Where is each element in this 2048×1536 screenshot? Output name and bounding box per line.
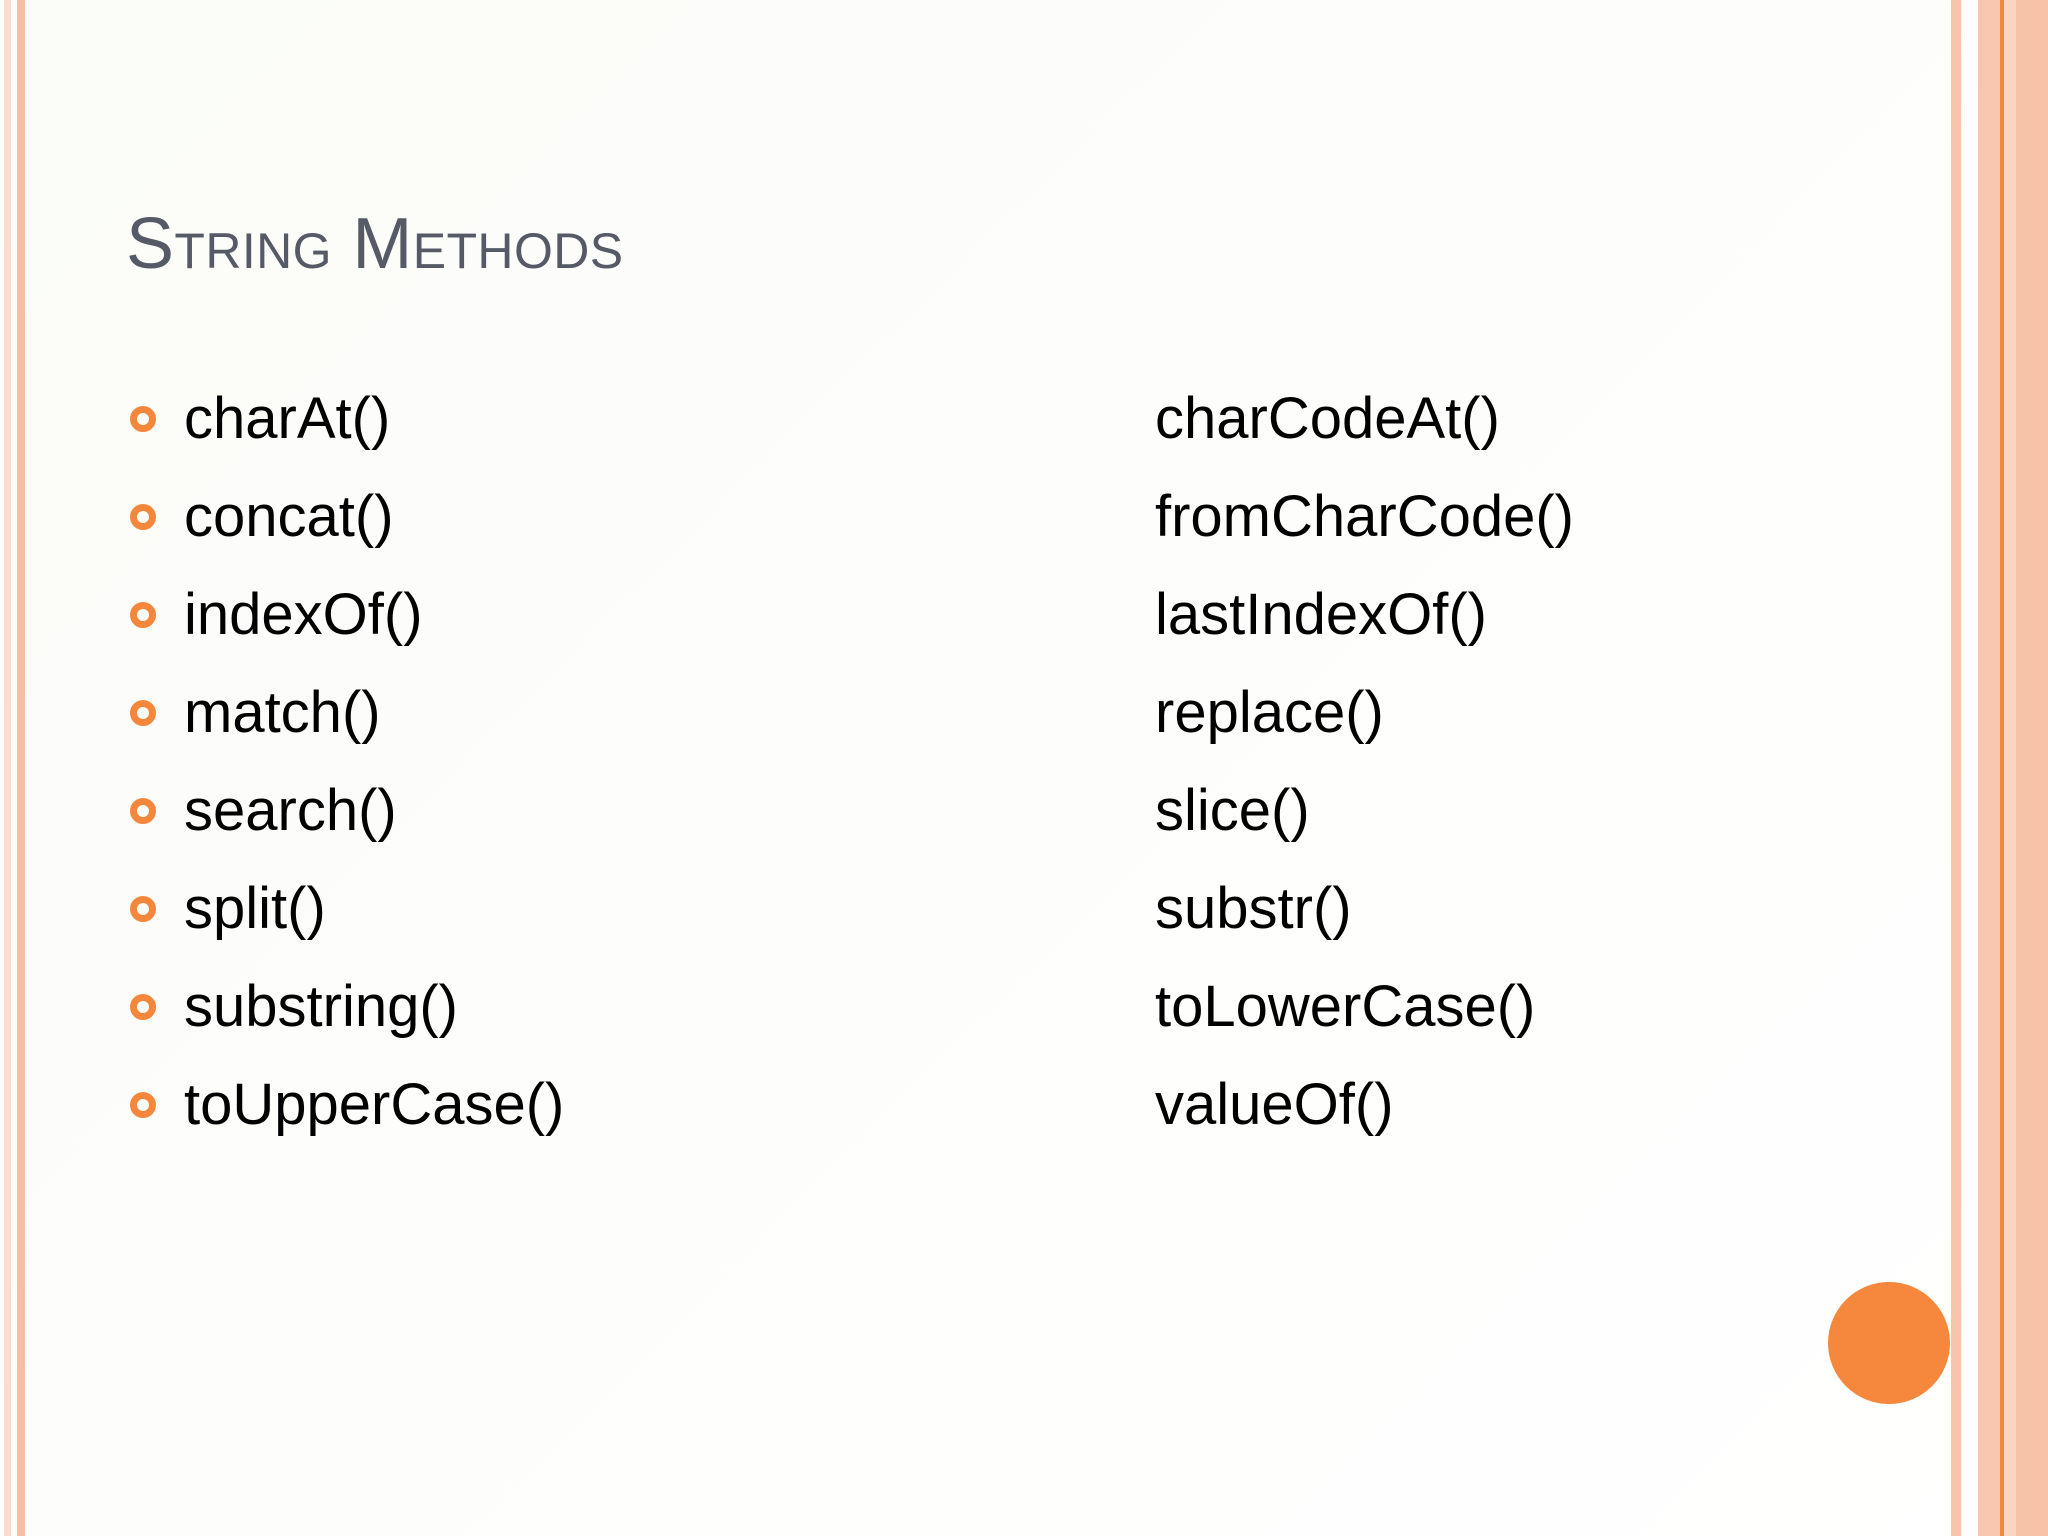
list-item: substring() — [130, 958, 1030, 1056]
ring-bullet-icon — [130, 994, 156, 1020]
list-item: fromCharCode() — [1155, 468, 1955, 566]
list-item-label: split() — [184, 876, 326, 941]
list-item-label: search() — [184, 778, 397, 843]
list-item: indexOf() — [130, 566, 1030, 664]
list-item-label: charCodeAt() — [1155, 386, 1500, 451]
list-item-label: concat() — [184, 484, 394, 549]
list-item: lastIndexOf() — [1155, 566, 1955, 664]
ring-bullet-icon — [130, 896, 156, 922]
right-edge-stripe-1 — [1951, 0, 1961, 1536]
ring-bullet-icon — [130, 1092, 156, 1118]
list-item-label: substring() — [184, 974, 458, 1039]
right-edge-stripe-4 — [2004, 0, 2016, 1536]
list-item: charCodeAt() — [1155, 370, 1955, 468]
list-item-label: slice() — [1155, 778, 1310, 843]
left-edge-stripe-2 — [17, 0, 25, 1536]
list-item-label: fromCharCode() — [1155, 484, 1574, 549]
slide-title: String Methods — [126, 204, 624, 284]
decorative-circle — [1828, 1282, 1950, 1404]
list-item: toLowerCase() — [1155, 958, 1955, 1056]
left-edge-stripe-1 — [4, 0, 11, 1536]
list-item: search() — [130, 762, 1030, 860]
list-item: valueOf() — [1155, 1056, 1955, 1154]
list-item-label: lastIndexOf() — [1155, 582, 1487, 647]
list-item: substr() — [1155, 860, 1955, 958]
list-item-label: substr() — [1155, 876, 1352, 941]
ring-bullet-icon — [130, 602, 156, 628]
right-edge-stripe-accent-line — [2000, 0, 2004, 1536]
list-item-label: replace() — [1155, 680, 1384, 745]
right-edge-stripe-2 — [1978, 0, 2000, 1536]
list-item-label: toLowerCase() — [1155, 974, 1536, 1039]
list-item: match() — [130, 664, 1030, 762]
list-item: concat() — [130, 468, 1030, 566]
ring-bullet-icon — [130, 700, 156, 726]
list-item: charAt() — [130, 370, 1030, 468]
right-column: charCodeAt() fromCharCode() lastIndexOf(… — [1155, 370, 1955, 1154]
left-column: charAt() concat() indexOf() match() sear… — [130, 370, 1030, 1154]
list-item: toUpperCase() — [130, 1056, 1030, 1154]
list-item-label: toUpperCase() — [184, 1072, 565, 1137]
list-item: slice() — [1155, 762, 1955, 860]
list-item-label: charAt() — [184, 386, 391, 451]
list-item-label: match() — [184, 680, 381, 745]
list-item: split() — [130, 860, 1030, 958]
ring-bullet-icon — [130, 504, 156, 530]
right-edge-stripe-5 — [2016, 0, 2048, 1536]
list-item: replace() — [1155, 664, 1955, 762]
list-item-label: valueOf() — [1155, 1072, 1394, 1137]
list-item-label: indexOf() — [184, 582, 423, 647]
ring-bullet-icon — [130, 798, 156, 824]
ring-bullet-icon — [130, 406, 156, 432]
